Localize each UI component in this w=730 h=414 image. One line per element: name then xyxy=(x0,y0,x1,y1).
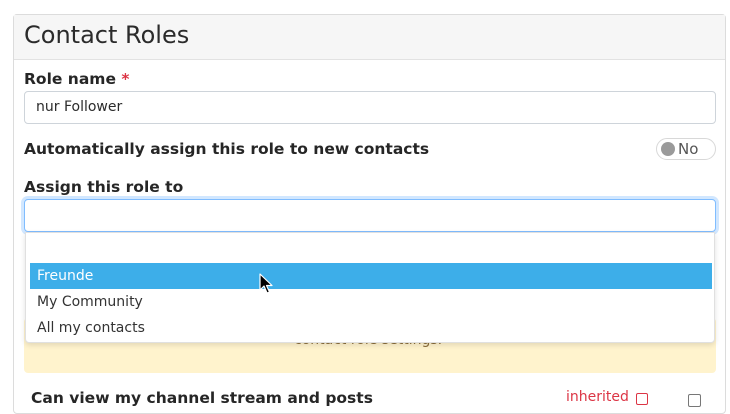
dropdown-option-all-my-contacts[interactable]: All my contacts xyxy=(37,320,145,336)
assign-role-dropdown: Freunde My Community All my contacts xyxy=(25,232,715,343)
page-title: Contact Roles xyxy=(24,21,190,49)
auto-assign-toggle[interactable]: No xyxy=(656,138,716,160)
role-name-input[interactable]: nur Follower xyxy=(24,91,716,124)
inherited-label: inherited xyxy=(566,389,629,405)
panel-header: Contact Roles xyxy=(14,15,725,60)
role-name-label: Role name * xyxy=(24,70,129,88)
auto-assign-label: Automatically assign this role to new co… xyxy=(24,140,430,158)
role-name-label-text: Role name xyxy=(24,70,116,88)
inherited-check-icon xyxy=(636,393,648,405)
permission-checkbox[interactable] xyxy=(688,394,701,407)
toggle-knob-icon xyxy=(661,142,675,156)
mouse-cursor-icon xyxy=(259,273,273,294)
assign-role-label: Assign this role to xyxy=(24,178,184,196)
dropdown-option-freunde[interactable]: Freunde xyxy=(30,263,712,289)
toggle-state-text: No xyxy=(678,140,699,158)
dropdown-option-empty[interactable] xyxy=(30,237,712,263)
dropdown-option-my-community[interactable]: My Community xyxy=(37,294,143,310)
permission-row-label: Can view my channel stream and posts xyxy=(31,389,373,407)
assign-role-select[interactable] xyxy=(24,199,716,232)
required-marker: * xyxy=(121,70,130,88)
